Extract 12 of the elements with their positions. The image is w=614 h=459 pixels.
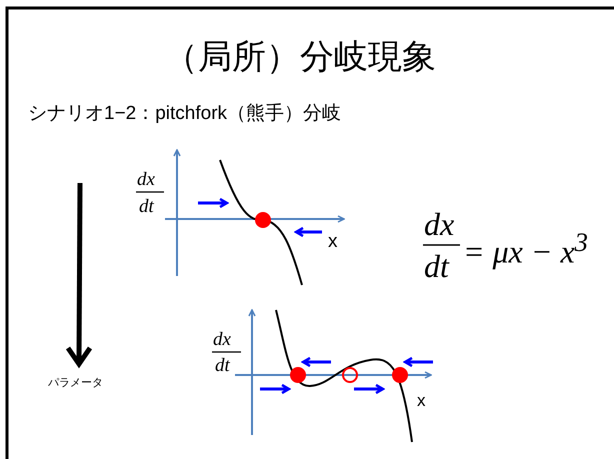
axis-label: dx: [137, 170, 155, 189]
axis-label: dt: [139, 197, 154, 216]
subtitle: シナリオ1−2：pitchfork（熊手）分岐: [28, 104, 342, 123]
axis-label: x: [328, 232, 338, 251]
parameter-label: パラメータ: [48, 378, 103, 389]
equation-part: dt: [424, 250, 449, 282]
axis-label: dx: [213, 330, 231, 349]
equation-part: dx: [424, 208, 454, 240]
slide-title: （局所）分岐現象: [163, 40, 437, 74]
axis-label: x: [417, 392, 426, 409]
axis-label: dt: [215, 356, 230, 375]
equation-part: = μx − x$^{3}$: [463, 229, 588, 268]
